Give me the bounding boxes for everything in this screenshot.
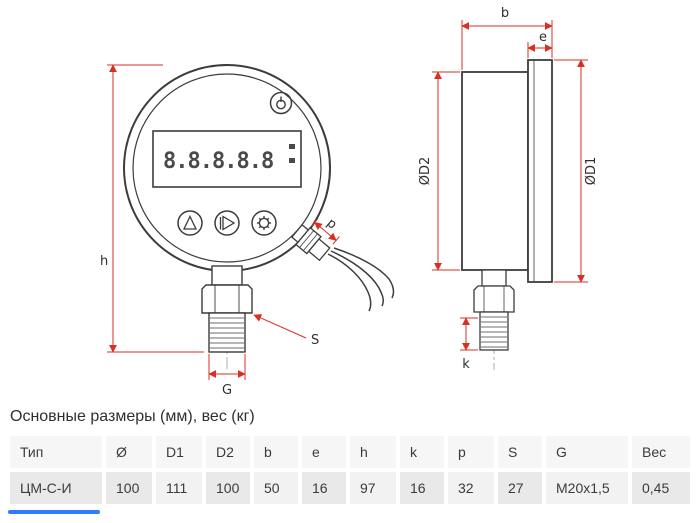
dim-label-s: S bbox=[311, 333, 319, 348]
dim-label-d1: ØD1 bbox=[584, 157, 599, 186]
button-settings-gear-icon bbox=[251, 210, 277, 236]
dim-label-d2: ØD2 bbox=[418, 157, 433, 186]
process-connection-front bbox=[201, 265, 253, 353]
threaded-fitting-front bbox=[208, 312, 246, 353]
dim-label-h: h bbox=[100, 254, 108, 269]
dim-label-g: G bbox=[222, 383, 232, 398]
threaded-fitting-side bbox=[479, 311, 509, 351]
cell-d1: 111 bbox=[154, 470, 204, 506]
lcd-indicator-dot bbox=[289, 158, 295, 163]
col-header-d2: D2 bbox=[204, 434, 252, 470]
col-header-e: e bbox=[300, 434, 348, 470]
dimension-line-p bbox=[314, 221, 337, 241]
button-enter bbox=[214, 210, 240, 236]
button-up bbox=[177, 210, 203, 236]
hex-nut-side bbox=[473, 285, 515, 313]
cell-weight: 0,45 bbox=[630, 470, 692, 506]
table-header-row: Тип Ø D1 D2 b e h k p S G Вес bbox=[8, 434, 692, 470]
lcd-display: 8.8.8.8.8 bbox=[152, 130, 302, 188]
cable-gland: p bbox=[290, 216, 395, 312]
dimension-d2: ØD2 bbox=[418, 71, 460, 271]
col-header-d1: D1 bbox=[154, 434, 204, 470]
thread-lines-front bbox=[210, 317, 244, 349]
dimension-k: k bbox=[460, 317, 478, 372]
col-header-diameter: Ø bbox=[104, 434, 154, 470]
col-header-p: p bbox=[446, 434, 496, 470]
lcd-indicator-dot bbox=[289, 144, 295, 149]
col-header-type: Тип bbox=[8, 434, 104, 470]
flange-side bbox=[527, 59, 553, 283]
thread-lines-side bbox=[481, 316, 507, 348]
power-button-icon bbox=[269, 91, 293, 115]
dimension-h: h bbox=[100, 64, 204, 353]
cell-h: 97 bbox=[348, 470, 398, 506]
cell-b: 50 bbox=[252, 470, 300, 506]
process-connection-side bbox=[473, 269, 515, 351]
table-caption: Основные размеры (мм), вес (кг) bbox=[10, 408, 255, 425]
dim-label-b: b bbox=[501, 6, 509, 21]
dim-label-e: e bbox=[539, 30, 547, 45]
cell-k: 16 bbox=[398, 470, 446, 506]
cell-g: M20x1,5 bbox=[544, 470, 630, 506]
cell-diameter: 100 bbox=[104, 470, 154, 506]
technical-drawing: 8.8.8.8.8 bbox=[100, 6, 599, 398]
cell-e: 16 bbox=[300, 470, 348, 506]
table-row: ЦМ-С-И 100 111 100 50 16 97 16 32 27 M20… bbox=[8, 470, 692, 506]
leader-line-s bbox=[253, 314, 307, 339]
lcd-display-value: 8.8.8.8.8 bbox=[163, 149, 273, 174]
dimension-e: e bbox=[527, 30, 553, 58]
col-header-g: G bbox=[544, 434, 630, 470]
col-header-s: S bbox=[496, 434, 544, 470]
col-header-b: b bbox=[252, 434, 300, 470]
dimension-s: S bbox=[253, 314, 319, 348]
cell-s: 27 bbox=[496, 470, 544, 506]
front-view: 8.8.8.8.8 bbox=[100, 64, 395, 398]
cell-d2: 100 bbox=[204, 470, 252, 506]
cell-type: ЦМ-С-И bbox=[8, 470, 104, 506]
table-scrollbar-thumb[interactable] bbox=[8, 510, 100, 514]
cable-wires bbox=[327, 247, 395, 312]
dim-label-k: k bbox=[462, 357, 470, 372]
dimensions-table: Тип Ø D1 D2 b e h k p S G Вес ЦМ-С-И 100… bbox=[8, 434, 692, 506]
dim-label-p: p bbox=[324, 216, 340, 233]
col-header-k: k bbox=[398, 434, 446, 470]
side-view: b e ØD2 ØD1 k bbox=[418, 6, 599, 372]
dimension-g: G bbox=[208, 354, 246, 398]
col-header-h: h bbox=[348, 434, 398, 470]
dimension-d1: ØD1 bbox=[554, 59, 599, 283]
col-header-weight: Вес bbox=[630, 434, 692, 470]
cell-p: 32 bbox=[446, 470, 496, 506]
case-body-side bbox=[461, 71, 529, 271]
hex-nut-front bbox=[201, 284, 253, 314]
